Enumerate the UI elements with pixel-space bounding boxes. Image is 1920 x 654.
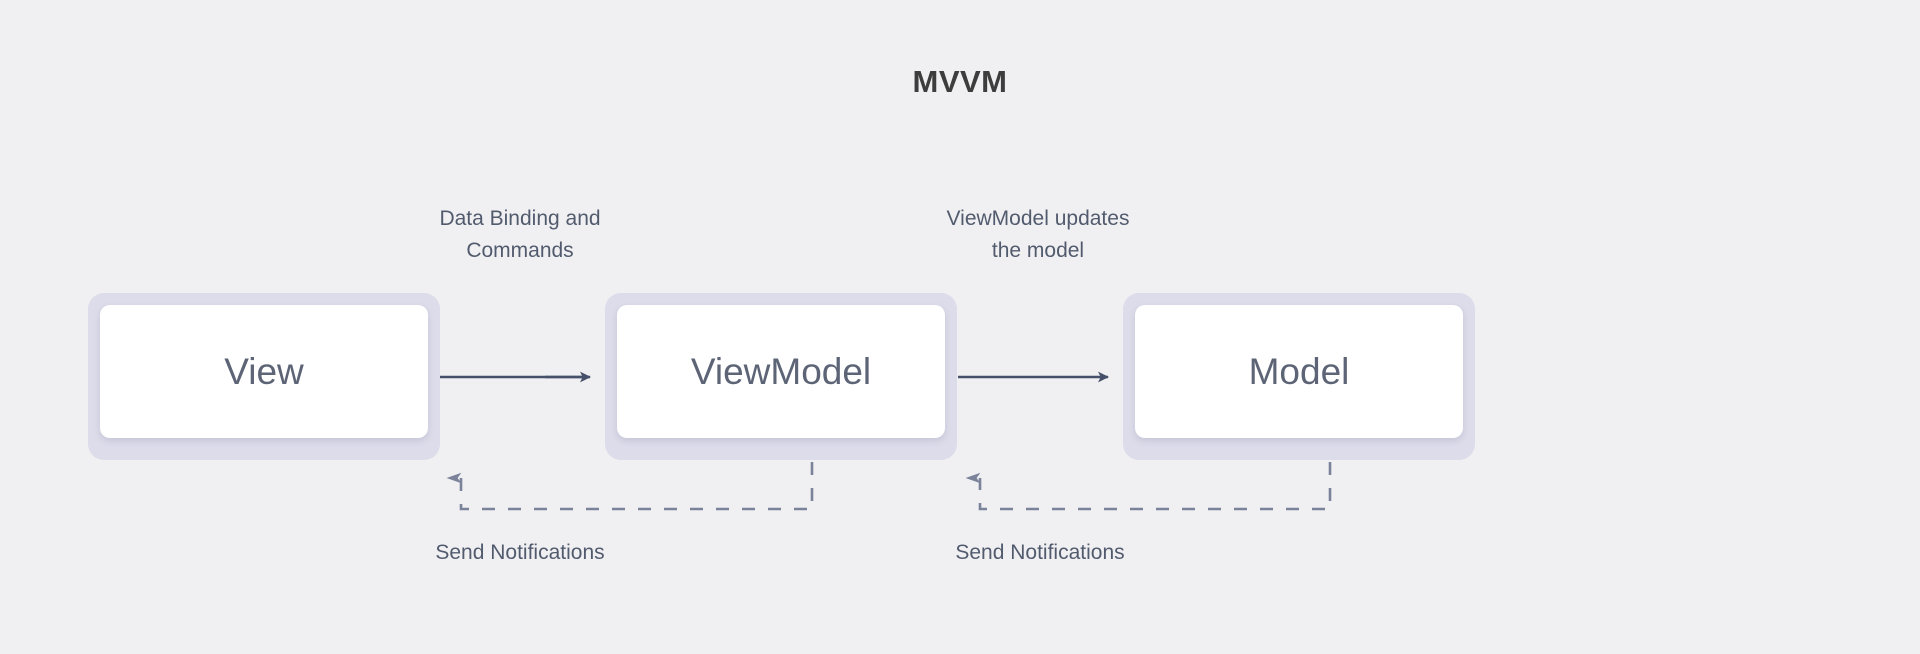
- node-model-body: Model: [1135, 305, 1463, 438]
- node-view-body: View: [100, 305, 428, 438]
- edge-label-line-2: the model: [991, 239, 1085, 262]
- edge-label-data-binding-and-commands: Data Binding and Commands: [355, 203, 685, 267]
- edge-label-line-1: ViewModel updates: [946, 207, 1130, 230]
- node-viewmodel[interactable]: ViewModel: [605, 293, 957, 460]
- edge-label-send-notifications-right: Send Notifications: [955, 541, 1125, 564]
- node-viewmodel-body: ViewModel: [617, 305, 945, 438]
- edge-label-viewmodel-updates-the-model: ViewModel updates the model: [873, 203, 1203, 267]
- node-view-label: View: [224, 350, 304, 392]
- arrow-viewmodel-to-view-notify: [446, 462, 814, 511]
- node-view[interactable]: View: [88, 293, 440, 460]
- arrow-model-to-viewmodel-notify: [965, 462, 1332, 511]
- edge-label-line-1: Data Binding and: [439, 207, 601, 230]
- node-viewmodel-label: ViewModel: [690, 350, 872, 392]
- edge-label-line-2: Commands: [466, 239, 574, 262]
- node-model-label: Model: [1248, 350, 1350, 392]
- edge-label-send-notifications-left: Send Notifications: [435, 541, 605, 564]
- node-model[interactable]: Model: [1123, 293, 1475, 460]
- page-title: MVVM: [912, 64, 1008, 99]
